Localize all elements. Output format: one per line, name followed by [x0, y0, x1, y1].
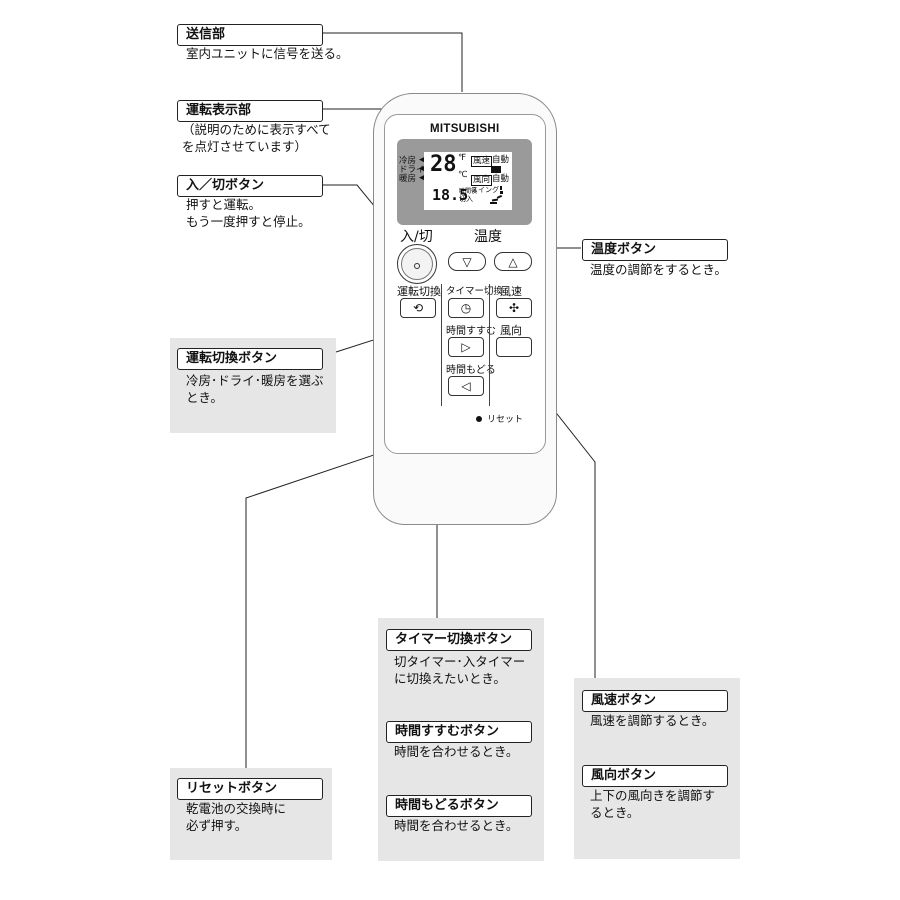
temp-up-button[interactable]: △ [494, 252, 532, 271]
lcd-fan-auto: 自動 [492, 155, 510, 165]
temperature-callout-text: 温度の調節をするとき。 [590, 262, 727, 277]
vane-callout-text: 上下の風向きを調節す るとき。 [590, 788, 716, 820]
time-forward-callout-text: 時間を合わせるとき。 [394, 744, 519, 759]
reset-label: リセット [487, 415, 524, 425]
lcd-mode-cool: 冷房 [399, 156, 417, 166]
fan-speed-callout-text: 風速を調節するとき。 [590, 713, 715, 728]
reset-callout-text: 乾電池の交換時に 必ず押す。 [186, 801, 287, 833]
mode-callout-title: 運転切換ボタン [177, 348, 323, 370]
power-button[interactable] [397, 244, 437, 284]
transmitter-callout-text: 室内ユニットに信号を送る。 [186, 46, 349, 61]
lcd-fan-label: 風速 [471, 156, 493, 167]
vane-button-label: 風向 [500, 324, 522, 337]
time-forward-label: 時間すすむ [446, 326, 496, 337]
temp-up-icon: △ [508, 254, 518, 269]
reset-callout-title: リセットボタン [177, 778, 323, 800]
power-callout-text: 押すと運転。 もう一度押すと停止。 [186, 197, 311, 229]
lcd-temp-unit: ℃ [458, 170, 468, 180]
mode-callout-text: 冷房･ドライ･暖房を選ぶ とき。 [186, 373, 324, 405]
temp-label: 温度 [474, 229, 502, 245]
lcd-vane-position-icon [490, 186, 503, 204]
time-back-label: 時間もどる [446, 365, 496, 376]
timer-clock-icon: ◷ [460, 301, 472, 315]
power-callout-title: 入／切ボタン [177, 175, 323, 197]
lcd-swing-label: スイング [471, 186, 499, 194]
lcd-timer-mode: 切入 [459, 195, 473, 203]
button-group-divider-left [441, 284, 442, 406]
display-callout-text: （説明のために表示すべて を点灯させています） [182, 122, 331, 154]
vane-button[interactable] [496, 337, 532, 357]
reset-hole[interactable] [476, 416, 482, 422]
mode-button-label: 運転切換 [397, 285, 441, 298]
temperature-callout-title: 温度ボタン [582, 239, 728, 261]
fan-speed-callout-title: 風速ボタン [582, 690, 728, 712]
brand-logo: MITSUBISHI [430, 123, 500, 135]
power-button-label: 入/切 [400, 229, 433, 245]
lcd-timer-unit: 時間後 [459, 188, 478, 195]
mode-button[interactable]: ⟲ [400, 298, 436, 318]
button-group-divider-right [489, 284, 490, 406]
vane-callout-title: 風向ボタン [582, 765, 728, 787]
lcd-fan-bars-icon [491, 166, 501, 173]
transmitter-callout-title: 送信部 [177, 24, 323, 46]
lcd-mode-arrows: ◀◀◀ [419, 155, 426, 183]
back-arrow-icon: ◁ [461, 379, 471, 393]
time-back-callout-text: 時間を合わせるとき。 [394, 818, 519, 833]
timer-switch-button[interactable]: ◷ [448, 298, 484, 318]
lcd-vane-auto: 自動 [492, 174, 510, 184]
lcd-mode-dry: ドライ [399, 165, 425, 175]
forward-arrow-icon: ▷ [461, 340, 471, 354]
time-back-callout-title: 時間もどるボタン [386, 795, 532, 817]
power-dot-icon [414, 263, 420, 269]
temp-down-button[interactable]: ▽ [448, 252, 486, 271]
lcd-temperature: 28 [430, 152, 457, 177]
timer-switch-callout-text: 切タイマー･入タイマー に切換えたいとき。 [394, 654, 526, 686]
fan-speed-button[interactable]: ✣ [496, 298, 532, 318]
time-forward-callout-title: 時間すすむボタン [386, 721, 532, 743]
timer-switch-label: タイマー切換 [446, 286, 504, 297]
time-forward-button[interactable]: ▷ [448, 337, 484, 357]
timer-switch-callout-title: タイマー切換ボタン [386, 629, 532, 651]
lcd-timer-value: 18.5 [432, 186, 469, 204]
display-callout-title: 運転表示部 [177, 100, 323, 122]
time-back-button[interactable]: ◁ [448, 376, 484, 396]
lcd-temp-unit-small: ℉ [458, 153, 467, 163]
temp-down-icon: ▽ [462, 254, 472, 269]
lcd-mode-heat: 暖房 [399, 174, 417, 184]
fan-icon: ✣ [508, 301, 520, 315]
fan-button-label: 風速 [500, 285, 522, 298]
mode-cycle-icon: ⟲ [412, 301, 424, 315]
lcd-vane-label: 風向 [471, 175, 493, 186]
